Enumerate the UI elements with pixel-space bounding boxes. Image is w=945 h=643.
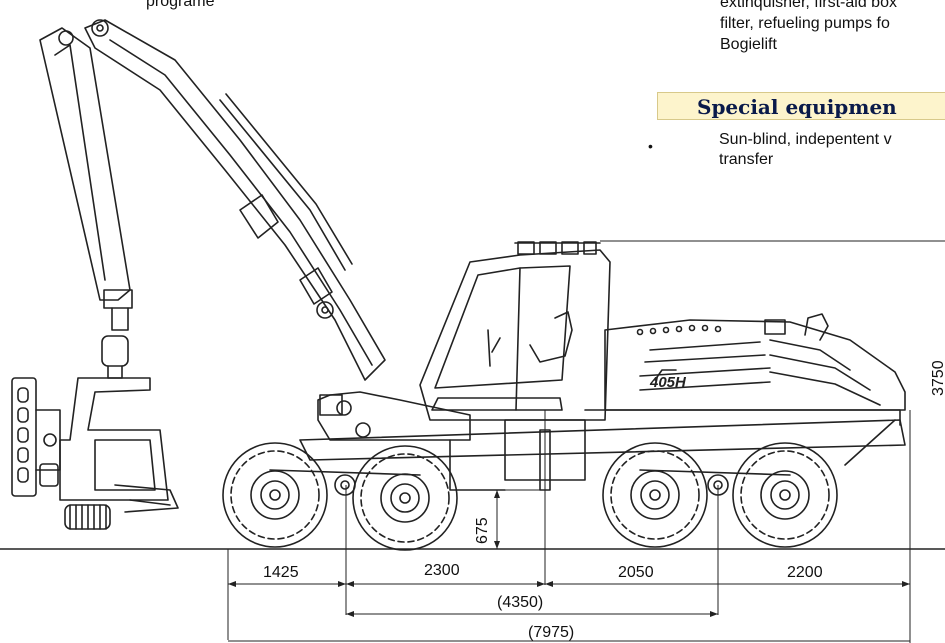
crane-pillar xyxy=(317,391,471,441)
dimension-lines xyxy=(0,240,945,643)
text-programme: programe xyxy=(146,0,215,10)
wheel-4 xyxy=(732,442,838,548)
dimension-3750: 3750 xyxy=(930,360,945,396)
text-standard-equipment-line3: Bogielift xyxy=(720,36,777,53)
wheel-2 xyxy=(352,445,458,551)
engine-hood xyxy=(604,313,906,411)
operator-cab xyxy=(419,241,611,421)
wheel-1 xyxy=(222,442,328,548)
harvester-head xyxy=(11,377,179,530)
machine-model-label: 405H xyxy=(650,374,686,391)
bullet-marker: • xyxy=(648,138,653,154)
special-equipment-line1: Sun-blind, indepentent v xyxy=(719,131,892,148)
dimension-2300: 2300 xyxy=(424,562,460,579)
dimension-2200: 2200 xyxy=(787,564,823,581)
dimension-4350: (4350) xyxy=(497,594,544,611)
heading-bar xyxy=(657,92,945,120)
wheel-3 xyxy=(602,442,708,548)
special-equipment-line2: transfer xyxy=(719,151,774,168)
dimension-2050: 2050 xyxy=(618,564,654,581)
special-equipment-heading: Special equipmen xyxy=(697,95,897,119)
text-standard-equipment-line2: filter, refueling pumps fo xyxy=(720,15,890,32)
dimension-7975: (7975) xyxy=(528,624,575,641)
crane-boom xyxy=(39,19,386,381)
dimension-arrows xyxy=(228,490,910,617)
text-standard-equipment-line1: extinquisher, first-aid box xyxy=(720,0,897,11)
dimension-675: 675 xyxy=(474,517,491,544)
dimension-1425: 1425 xyxy=(263,564,299,581)
